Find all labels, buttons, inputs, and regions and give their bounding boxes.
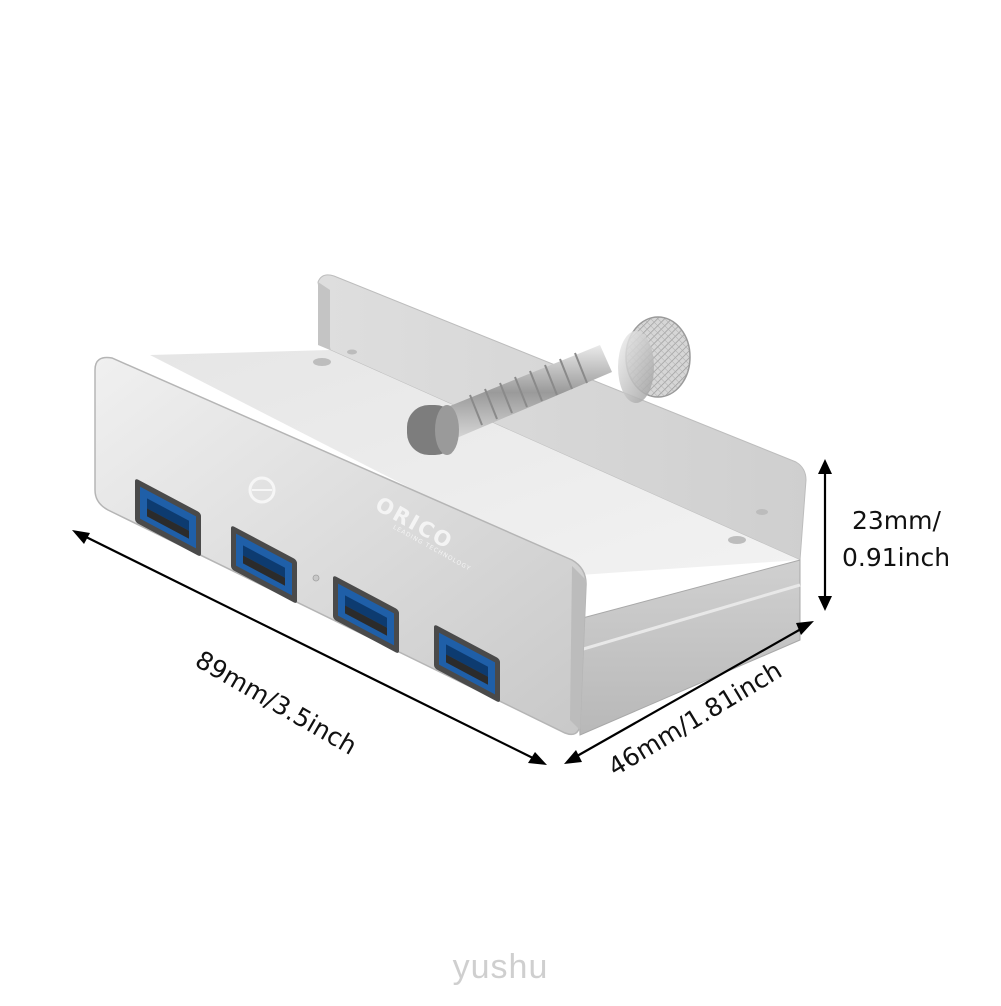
led-indicator — [312, 574, 320, 582]
floor-screw — [313, 358, 331, 366]
usb-port-4 — [434, 625, 500, 702]
screw-hole — [347, 349, 357, 355]
back-clamp-wall — [317, 274, 807, 561]
floor-screw — [728, 536, 746, 544]
brand-logo-icon — [248, 476, 276, 504]
usb-ports — [135, 479, 500, 702]
height-dimension-label-inch: 0.91inch — [842, 543, 951, 572]
usb-port-3 — [333, 576, 399, 653]
screw-hole — [756, 509, 768, 515]
usb-port-2 — [231, 526, 297, 603]
usb-port-1 — [135, 479, 201, 556]
clamp-floor — [150, 350, 800, 575]
depth-arrow — [564, 621, 814, 764]
width-arrow — [72, 530, 547, 765]
height-arrow — [818, 459, 832, 611]
watermark: yushu — [452, 948, 549, 986]
height-dimension-label-mm: 23mm/ — [852, 506, 941, 535]
dimension-arrows — [72, 459, 832, 765]
thumb-screw — [407, 316, 691, 455]
